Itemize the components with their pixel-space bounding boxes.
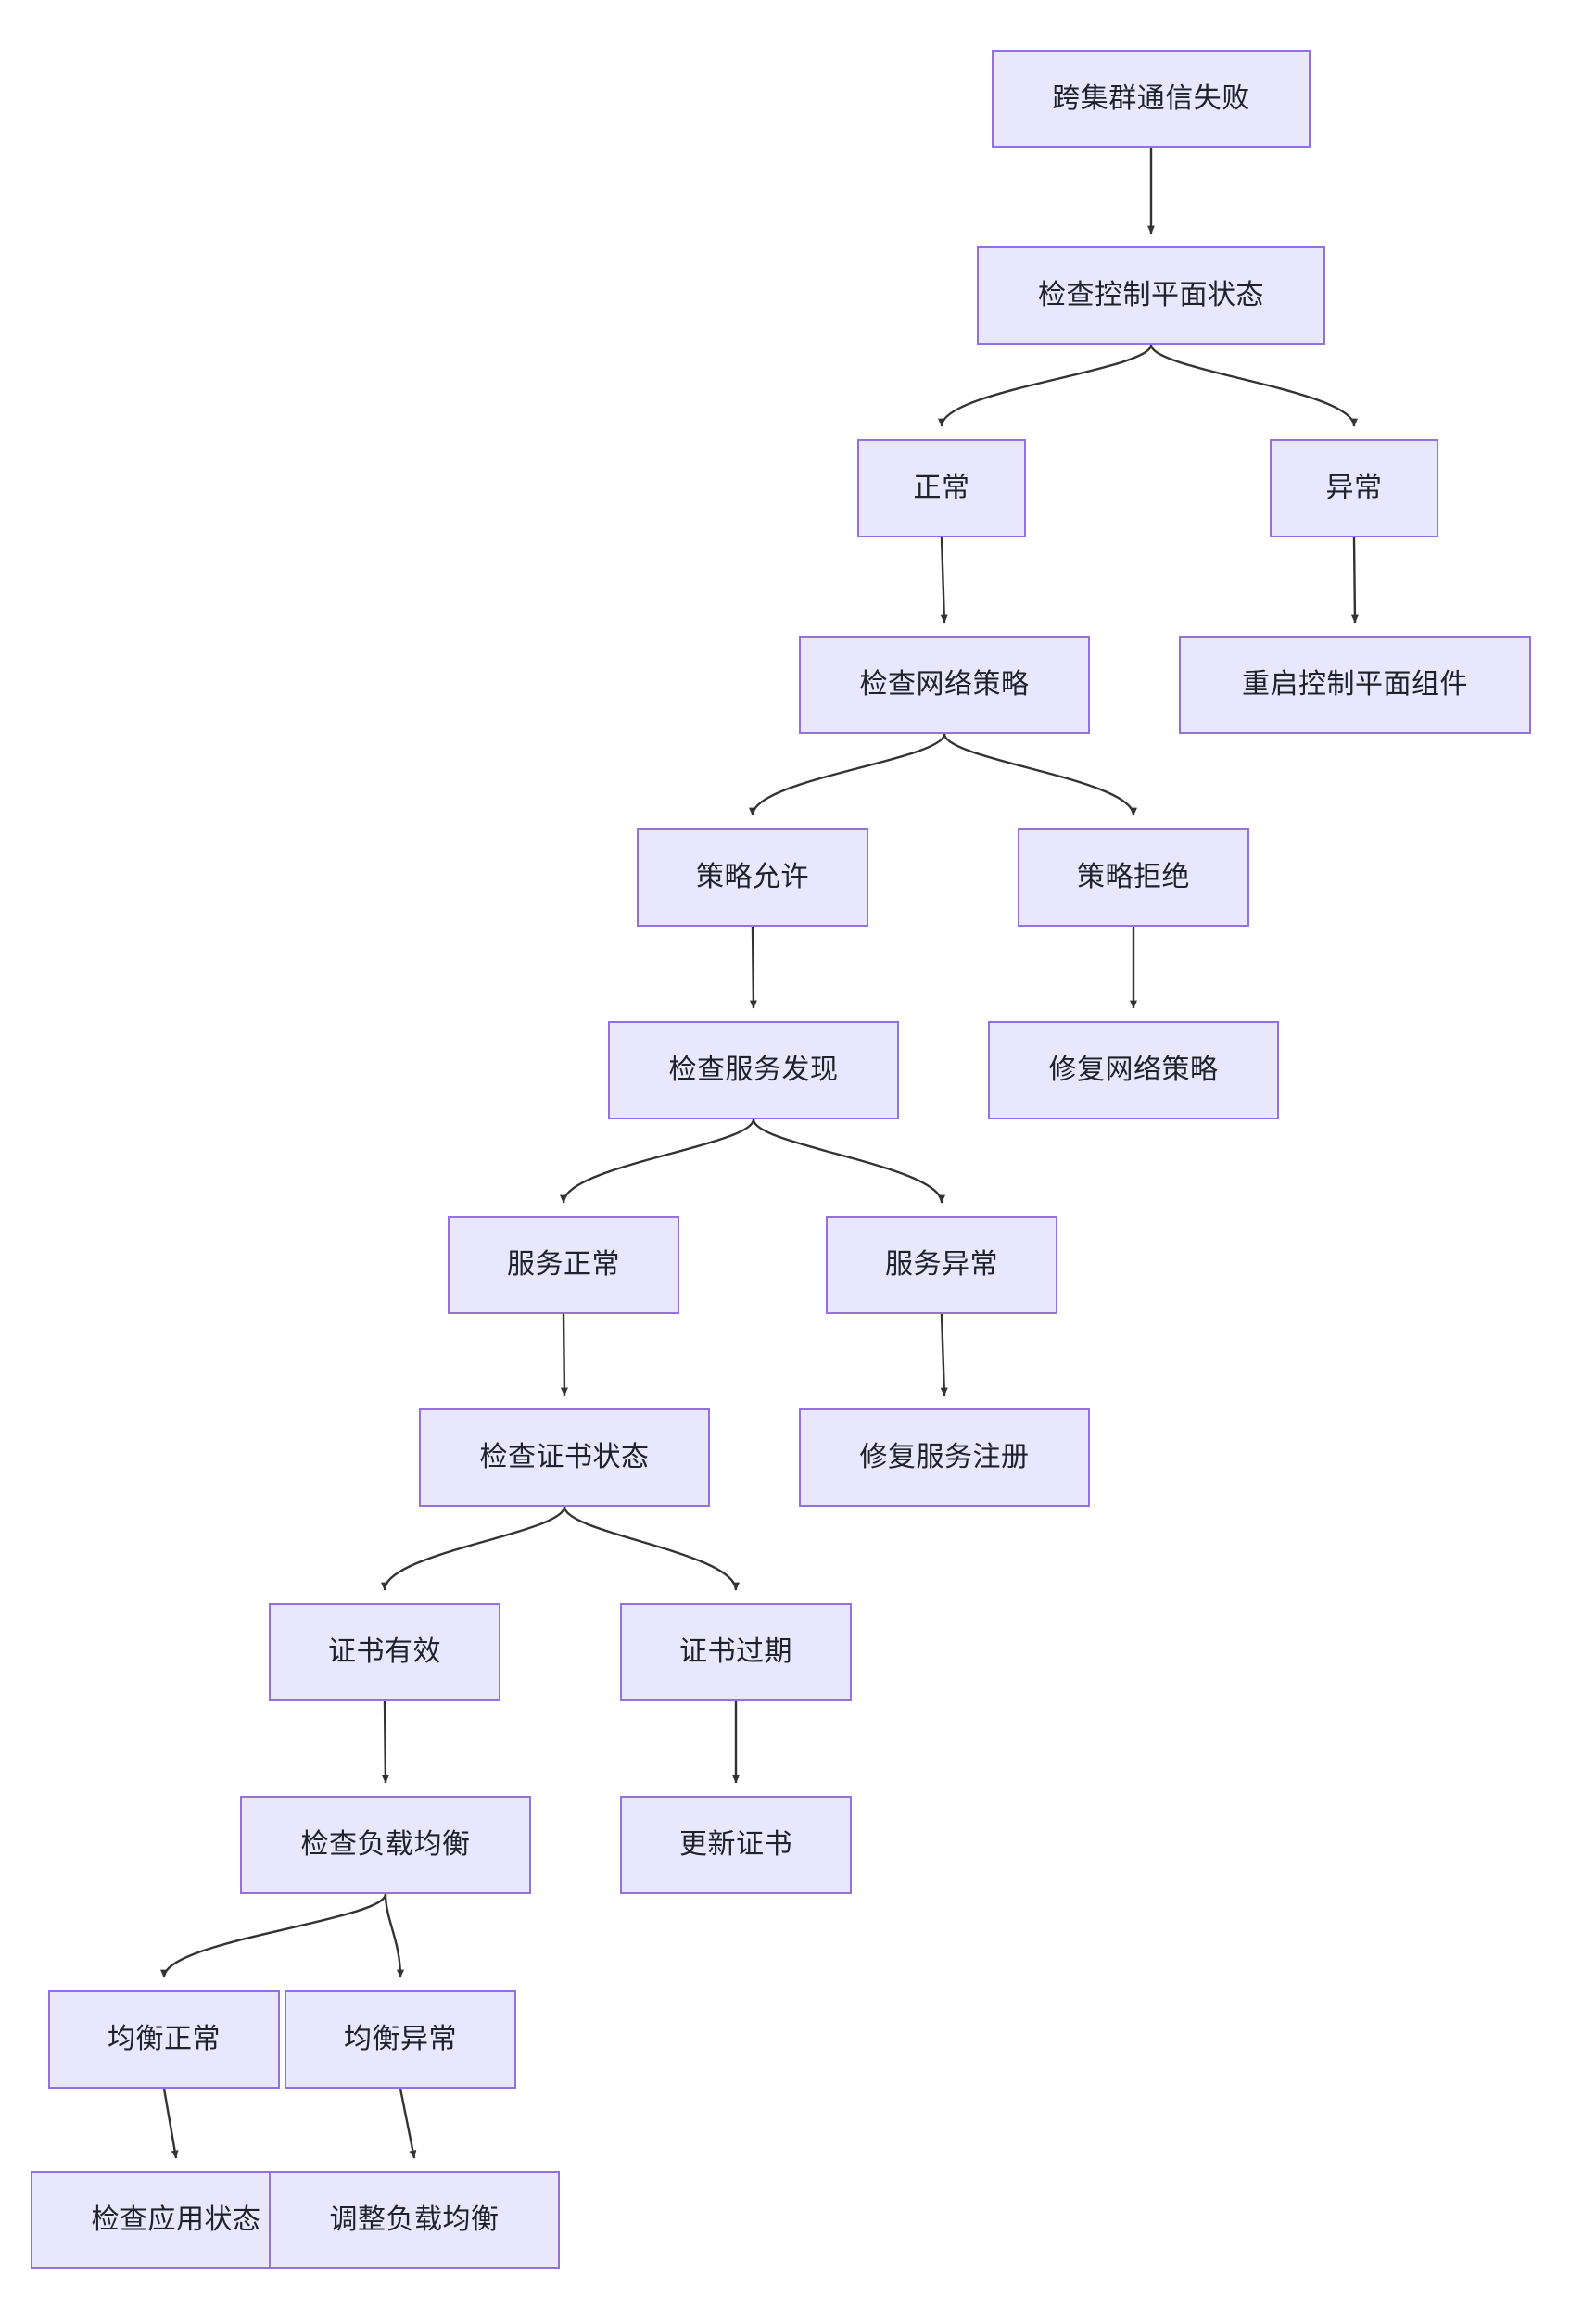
flowchart-node-n14[interactable]: 修复服务注册: [799, 1408, 1090, 1507]
node-label: 修复网络策略: [1048, 1055, 1219, 1085]
edge-n7-n9: [749, 926, 757, 1009]
flowchart-node-n7[interactable]: 策略允许: [637, 828, 868, 927]
flowchart-node-n13[interactable]: 检查证书状态: [419, 1408, 710, 1507]
flowchart-node-n4[interactable]: 异常: [1270, 439, 1438, 537]
node-label: 均衡正常: [108, 2024, 221, 2054]
flowchart-node-n10[interactable]: 修复网络策略: [988, 1021, 1279, 1119]
flowchart-node-n15[interactable]: 证书有效: [269, 1603, 500, 1701]
edge-n2-n3: [938, 344, 1153, 427]
flowchart-node-n3[interactable]: 正常: [857, 439, 1026, 537]
node-label: 跨集群通信失败: [1052, 83, 1250, 114]
flowchart-node-n5[interactable]: 检查网络策略: [799, 636, 1090, 734]
node-label: 服务异常: [885, 1249, 998, 1280]
edge-n9-n12: [752, 1118, 945, 1204]
flowchart-node-n18[interactable]: 更新证书: [620, 1796, 852, 1894]
node-label: 策略允许: [696, 862, 809, 892]
node-label: 证书有效: [328, 1636, 441, 1667]
node-label: 异常: [1325, 473, 1383, 503]
edge-n12-n14: [940, 1313, 948, 1396]
edge-n3-n5: [940, 537, 948, 624]
edge-n13-n15: [381, 1506, 566, 1591]
flowchart-node-n8[interactable]: 策略拒绝: [1018, 828, 1249, 927]
flowchart-node-n1[interactable]: 跨集群通信失败: [992, 50, 1311, 148]
flowchart-node-n12[interactable]: 服务异常: [826, 1216, 1057, 1314]
flowchart-node-n9[interactable]: 检查服务发现: [608, 1021, 899, 1119]
node-label: 重启控制平面组件: [1242, 669, 1468, 700]
edge-n2-n4: [1149, 344, 1358, 427]
node-label: 证书过期: [679, 1636, 792, 1667]
node-label: 检查网络策略: [859, 669, 1030, 700]
node-label: 检查证书状态: [479, 1442, 650, 1472]
flowchart-node-n19[interactable]: 均衡正常: [48, 1990, 280, 2089]
node-label: 检查控制平面状态: [1038, 280, 1264, 310]
node-label: 检查负载均衡: [300, 1829, 471, 1860]
node-label: 正常: [913, 473, 970, 503]
node-label: 均衡异常: [344, 2024, 457, 2054]
flowchart-node-n17[interactable]: 检查负载均衡: [240, 1796, 531, 1894]
edge-n17-n20: [384, 1893, 404, 1978]
edge-n5-n7: [749, 733, 946, 816]
flowchart-node-n20[interactable]: 均衡异常: [285, 1990, 516, 2089]
node-label: 检查服务发现: [668, 1055, 839, 1085]
node-label: 更新证书: [679, 1829, 792, 1860]
node-label: 策略拒绝: [1077, 862, 1190, 892]
flowchart-node-n22[interactable]: 调整负载均衡: [269, 2171, 560, 2269]
edge-n17-n19: [160, 1893, 387, 1978]
edge-n15-n17: [381, 1700, 389, 1784]
edge-n20-n22: [399, 2088, 417, 2159]
flowchart-node-n2[interactable]: 检查控制平面状态: [977, 246, 1325, 345]
flowchart-node-n6[interactable]: 重启控制平面组件: [1179, 636, 1531, 734]
edge-n13-n16: [563, 1506, 740, 1591]
edge-n4-n6: [1350, 537, 1359, 624]
node-label: 修复服务注册: [859, 1442, 1030, 1472]
node-label: 检查应用状态: [91, 2204, 261, 2235]
edge-n9-n11: [560, 1118, 755, 1204]
flowchart-node-n16[interactable]: 证书过期: [620, 1603, 852, 1701]
edge-n5-n8: [943, 733, 1137, 816]
flowchart-node-n11[interactable]: 服务正常: [448, 1216, 679, 1314]
node-label: 调整负载均衡: [329, 2204, 500, 2235]
node-label: 服务正常: [507, 1249, 620, 1280]
edge-n19-n21: [162, 2088, 179, 2159]
